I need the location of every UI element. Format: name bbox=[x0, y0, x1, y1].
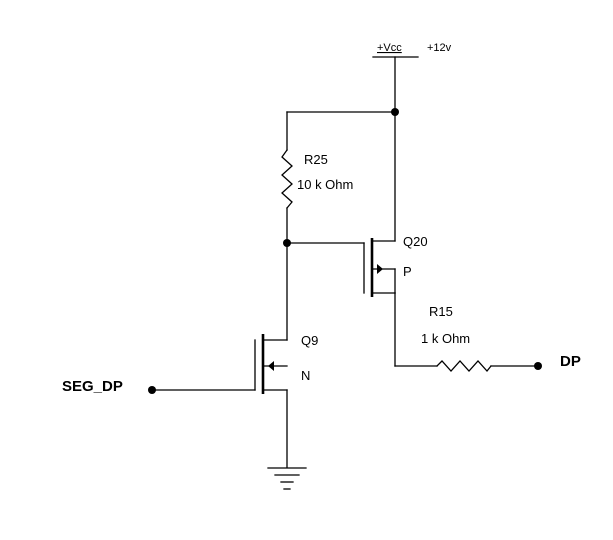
vcc-voltage-label: +12v bbox=[427, 42, 452, 54]
vcc-label: +Vcc bbox=[377, 42, 402, 54]
resistor-r15: R15 1 k Ohm bbox=[421, 304, 492, 373]
transistor-q20: Q20 P bbox=[363, 111, 428, 297]
q9-ref: Q9 bbox=[301, 333, 318, 348]
q9-type: N bbox=[301, 368, 310, 383]
port-dp: DP bbox=[534, 353, 581, 370]
dp-label: DP bbox=[560, 353, 581, 370]
r15-ref: R15 bbox=[429, 304, 453, 319]
r25-value: 10 k Ohm bbox=[297, 177, 353, 192]
resistor-r25: R25 10 k Ohm bbox=[281, 149, 353, 209]
seg-dp-label: SEG_DP bbox=[62, 378, 123, 395]
port-seg-dp: SEG_DP bbox=[62, 378, 256, 395]
ground-icon bbox=[267, 467, 307, 490]
transistor-q9: Q9 N bbox=[254, 333, 318, 394]
q20-ref: Q20 bbox=[403, 234, 428, 249]
q20-type: P bbox=[403, 264, 412, 279]
r25-ref: R25 bbox=[304, 152, 328, 167]
vcc-supply: +Vcc +12v bbox=[372, 42, 452, 113]
r15-value: 1 k Ohm bbox=[421, 331, 470, 346]
